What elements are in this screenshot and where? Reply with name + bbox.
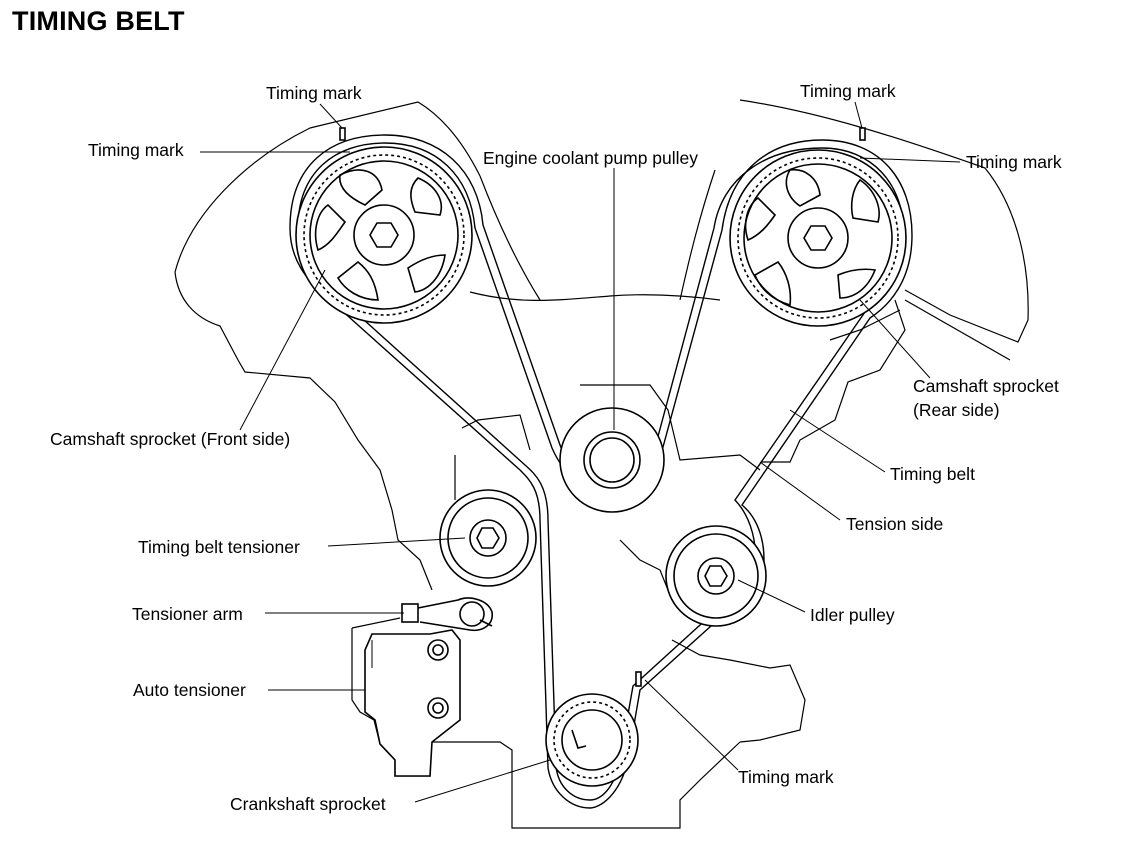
engine-block-outline [174, 99, 1029, 829]
label-tension-side: Tension side [846, 514, 943, 534]
label-timing-mark-right: Timing mark [966, 152, 1062, 172]
label-camshaft-rear-line2: (Rear side) [913, 400, 1000, 420]
camshaft-sprocket-rear [729, 149, 907, 327]
tensioner-arm [401, 597, 493, 632]
belt-tensioner-pulley [439, 489, 537, 587]
label-timing-mark-left: Timing mark [88, 140, 184, 160]
timing-belt-path [289, 134, 913, 809]
label-coolant-pump-pulley: Engine coolant pump pulley [483, 148, 698, 168]
label-timing-mark-bottom: Timing mark [738, 767, 834, 787]
auto-tensioner [364, 629, 461, 777]
label-timing-mark-top-left: Timing mark [266, 83, 362, 103]
crankshaft-sprocket [545, 693, 639, 787]
label-camshaft-front: Camshaft sprocket (Front side) [50, 429, 290, 449]
label-timing-belt: Timing belt [890, 464, 975, 484]
label-tensioner-arm: Tensioner arm [132, 604, 243, 624]
timing-mark-ticks [339, 127, 866, 687]
label-crankshaft-sprocket: Crankshaft sprocket [230, 794, 386, 814]
label-auto-tensioner: Auto tensioner [133, 680, 246, 700]
camshaft-sprocket-front [295, 146, 473, 324]
diagram-labels: Timing mark Timing mark Engine coolant p… [50, 81, 1062, 814]
label-belt-tensioner: Timing belt tensioner [138, 537, 300, 557]
label-camshaft-rear-line1: Camshaft sprocket [913, 376, 1059, 396]
label-idler-pulley: Idler pulley [810, 605, 895, 625]
leader-lines [200, 101, 961, 803]
coolant-pump-pulley [559, 407, 665, 513]
page-title: TIMING BELT [12, 6, 185, 36]
label-timing-mark-top-right: Timing mark [800, 81, 896, 101]
idler-pulley [665, 525, 767, 627]
